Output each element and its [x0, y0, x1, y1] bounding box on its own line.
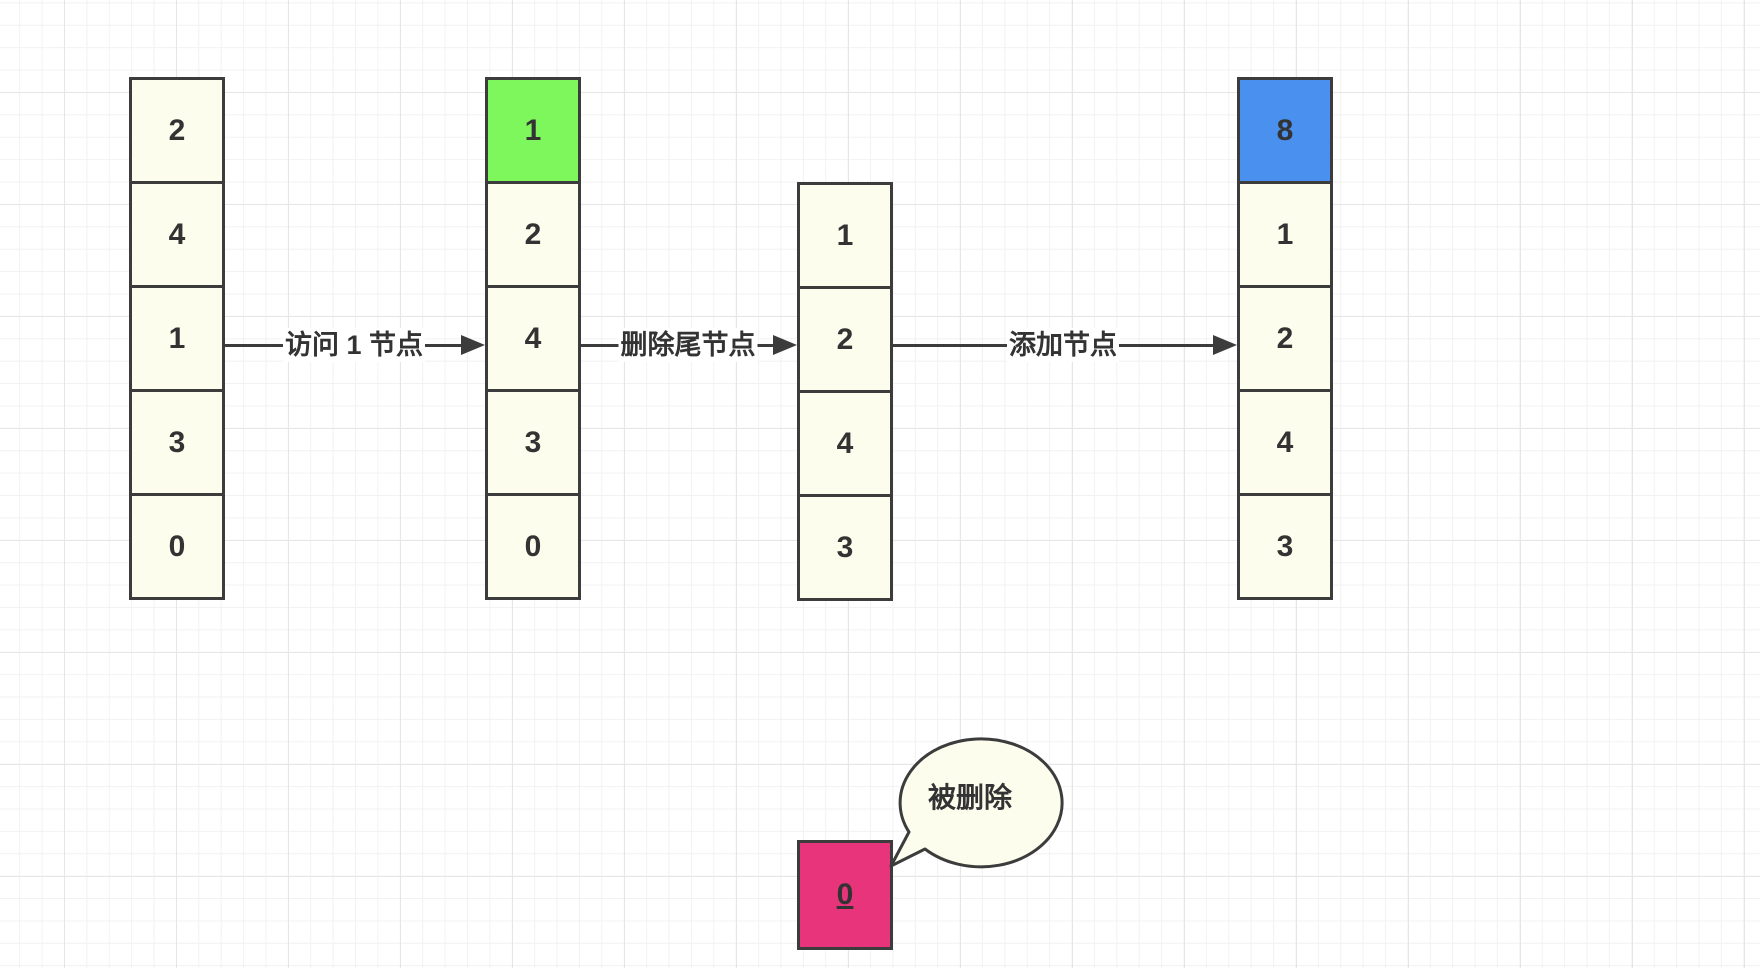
stack-after-add: 8 1 2 4 3 — [1237, 77, 1333, 600]
stack-cell: 2 — [797, 286, 893, 393]
arrow-label: 访问 1 节点 — [282, 328, 426, 362]
arrow-label: 删除尾节点 — [618, 328, 758, 362]
arrowhead-icon — [773, 335, 797, 355]
stack-cell: 3 — [485, 389, 581, 496]
stack-cell: 4 — [797, 390, 893, 497]
stack-cell: 1 — [129, 285, 225, 392]
arrowhead-icon — [1213, 335, 1237, 355]
stack-cell: 2 — [129, 77, 225, 184]
arrow-add: 添加节点 — [893, 328, 1237, 362]
stack-cell: 2 — [485, 181, 581, 288]
stack-cell: 0 — [129, 493, 225, 600]
stack-cell: 2 — [1237, 285, 1333, 392]
stack-cell: 1 — [1237, 181, 1333, 288]
stack-cell: 3 — [797, 494, 893, 601]
stack-cell-accessed: 1 — [485, 77, 581, 184]
deleted-node: 0 — [797, 840, 893, 950]
stack-cell: 4 — [1237, 389, 1333, 496]
speech-bubble-text: 被删除 — [927, 782, 1012, 813]
stack-cell: 3 — [129, 389, 225, 496]
stack-cell: 4 — [485, 285, 581, 392]
stack-cell-new: 8 — [1237, 77, 1333, 184]
arrowhead-icon — [461, 335, 485, 355]
arrow-access: 访问 1 节点 — [225, 328, 485, 362]
stack-initial: 2 4 1 3 0 — [129, 77, 225, 600]
stack-cell: 3 — [1237, 493, 1333, 600]
stack-after-delete: 1 2 4 3 — [797, 182, 893, 601]
arrow-delete-tail: 删除尾节点 — [581, 328, 797, 362]
arrow-label: 添加节点 — [1007, 328, 1119, 362]
stack-cell: 1 — [797, 182, 893, 289]
stack-after-access: 1 2 4 3 0 — [485, 77, 581, 600]
stack-cell: 4 — [129, 181, 225, 288]
stack-cell: 0 — [485, 493, 581, 600]
